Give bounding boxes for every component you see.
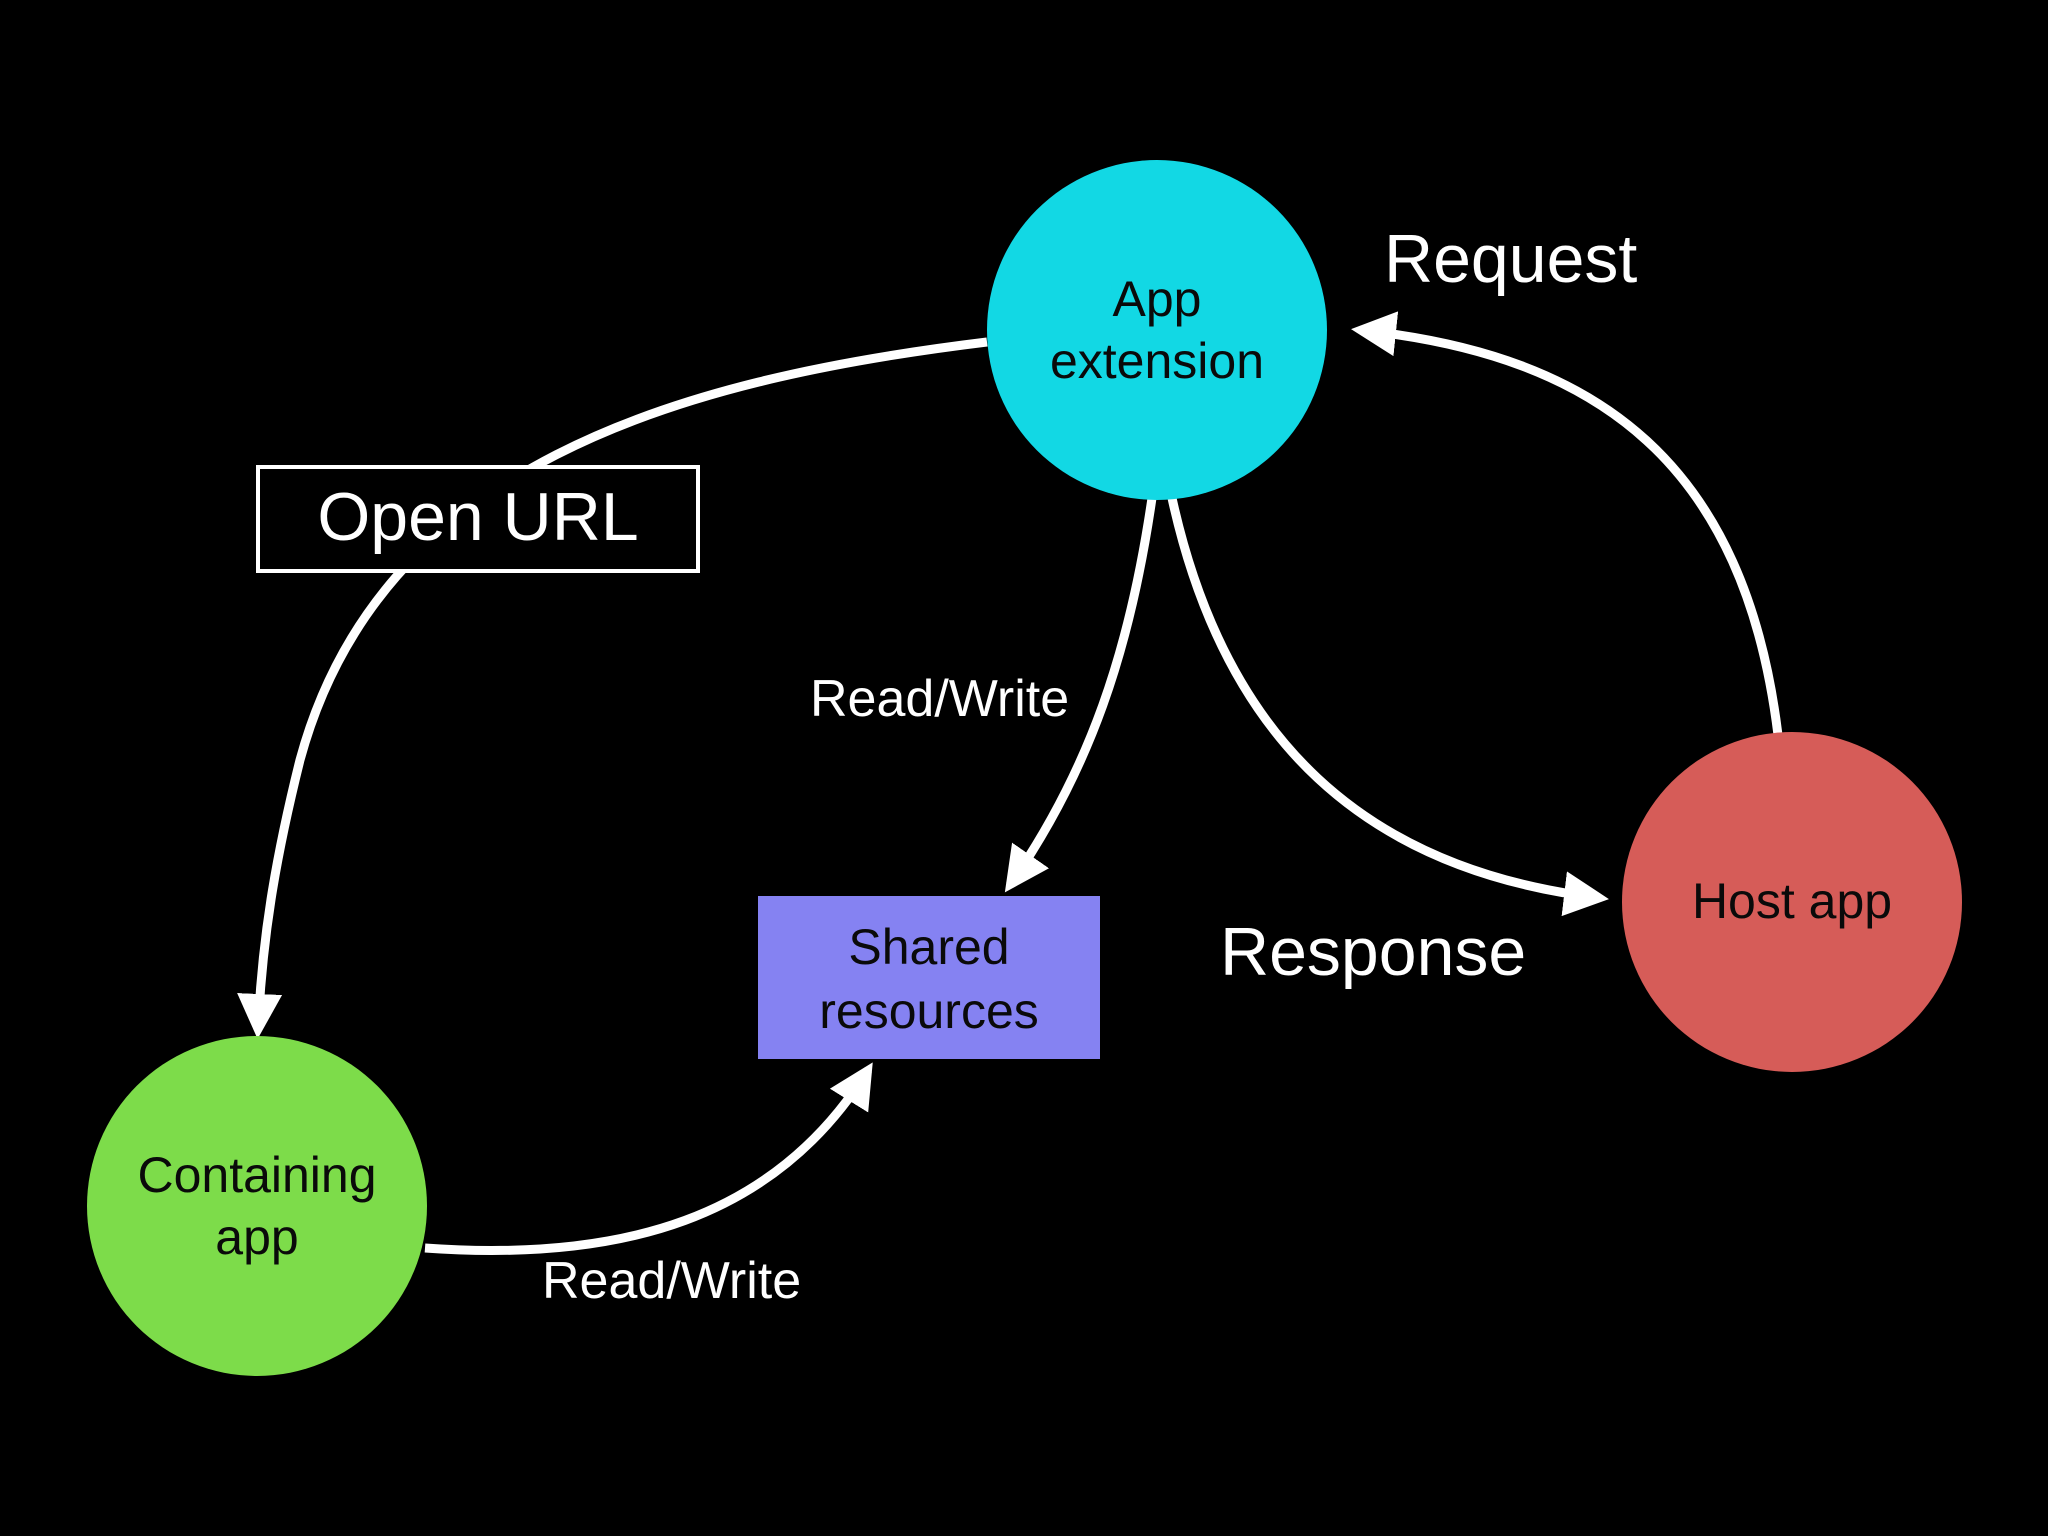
shared-resources-label-line2: resources bbox=[819, 983, 1039, 1039]
open-url-label: Open URL bbox=[317, 479, 638, 555]
containing-app-label-line1: Containing bbox=[137, 1147, 376, 1203]
shared-resources-node bbox=[758, 896, 1100, 1059]
read-write-extension-label: Read/Write bbox=[810, 670, 1069, 728]
app-extension-label-line1: App bbox=[1113, 271, 1202, 327]
request-arrow bbox=[1351, 311, 1783, 736]
response-arrow bbox=[1167, 497, 1609, 917]
response-label: Response bbox=[1220, 914, 1526, 990]
open-url-arrow bbox=[237, 337, 988, 1039]
open-url-box bbox=[256, 465, 700, 573]
read-write-extension-arrow bbox=[1004, 497, 1157, 893]
app-extension-node bbox=[987, 160, 1327, 500]
host-app-label: Host app bbox=[1692, 873, 1892, 929]
containing-app-node bbox=[87, 1036, 427, 1376]
request-label: Request bbox=[1384, 221, 1637, 297]
read-write-containing-label: Read/Write bbox=[542, 1252, 801, 1310]
containing-app-label-line2: app bbox=[215, 1209, 298, 1265]
read-write-containing-arrow bbox=[424, 1062, 873, 1256]
shared-resources-label-line1: Shared bbox=[848, 919, 1009, 975]
host-app-node bbox=[1622, 732, 1962, 1072]
app-extension-label-line2: extension bbox=[1050, 333, 1264, 389]
